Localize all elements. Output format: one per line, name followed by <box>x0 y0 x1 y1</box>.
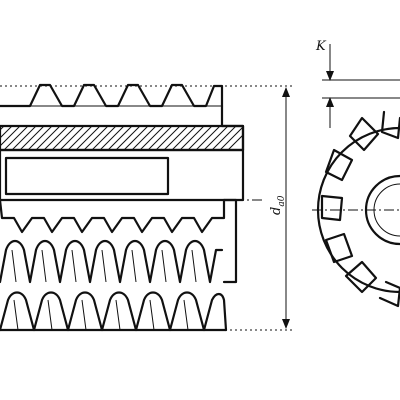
middle-teeth-profile <box>0 198 226 234</box>
side-view <box>0 83 294 332</box>
top-teeth-profile <box>0 83 224 108</box>
tooth-face-lines <box>11 249 197 331</box>
lower-teeth-row-2 <box>0 291 228 332</box>
tip-diameter-label: da0 <box>269 195 287 215</box>
lower-teeth-row-1 <box>0 239 224 284</box>
front-teeth <box>320 110 400 308</box>
hatched-section <box>0 124 245 152</box>
right-flange <box>222 198 238 284</box>
shoulder-step <box>220 104 245 152</box>
front-view: K <box>312 39 400 308</box>
relief-label: K <box>315 39 327 54</box>
tip-diameter-dimension: da0 <box>269 87 290 329</box>
bore-section <box>0 148 245 202</box>
